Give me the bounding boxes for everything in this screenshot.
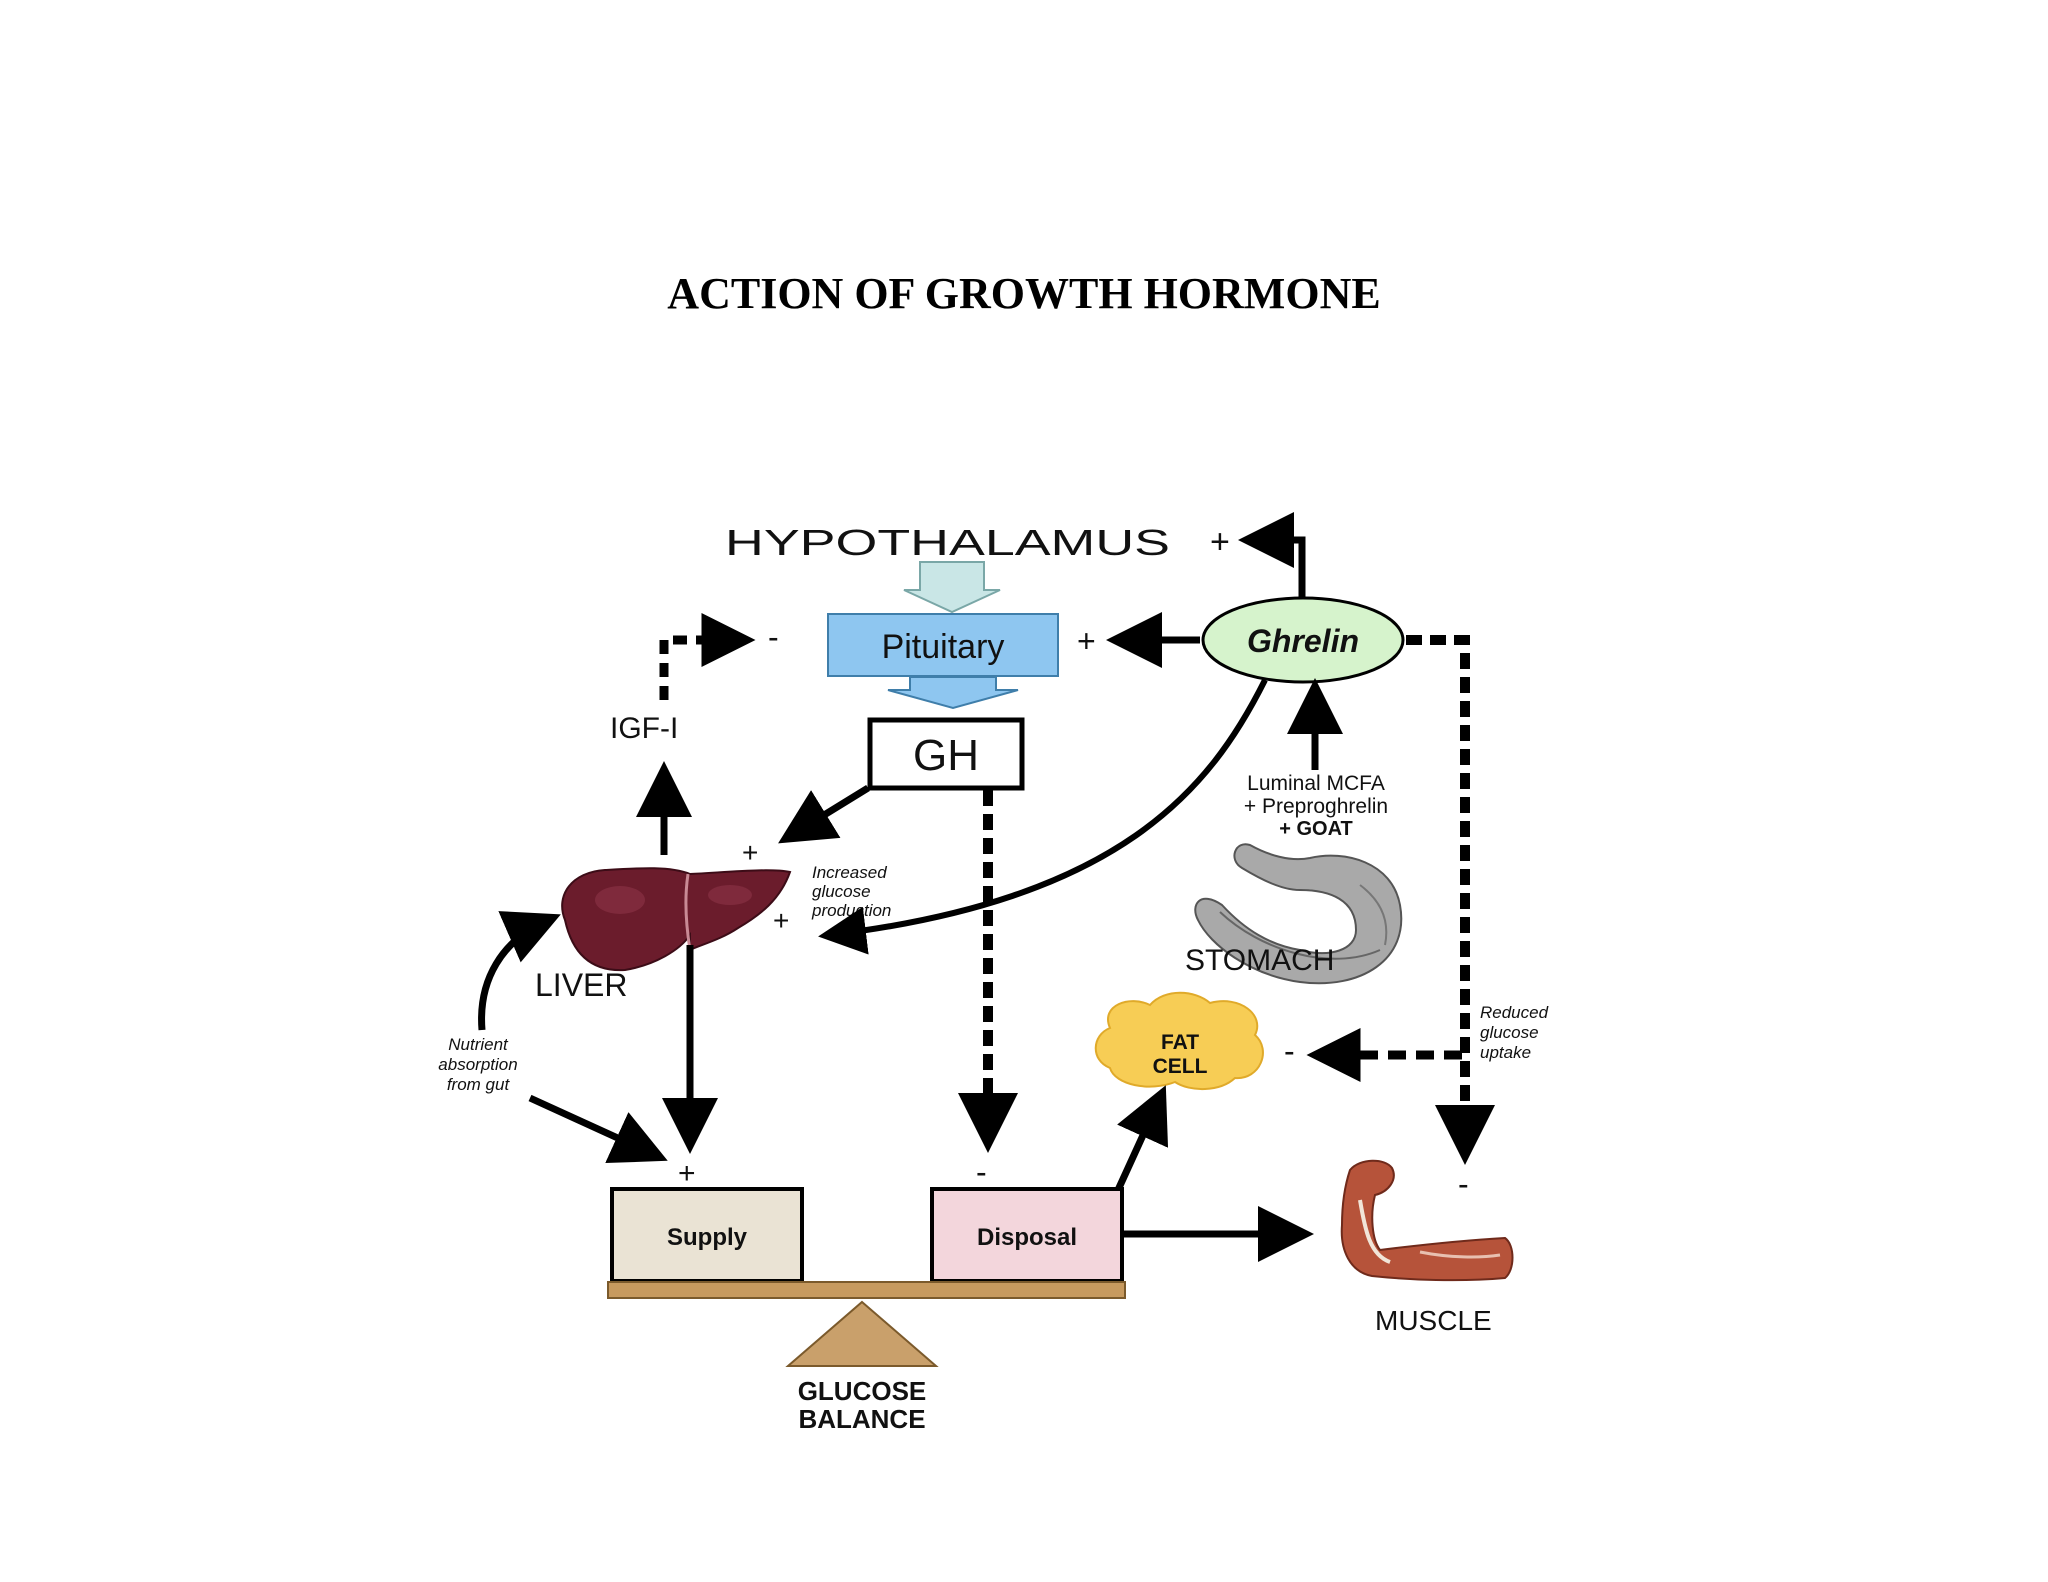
pituitary-label: Pituitary [882,628,1005,666]
glucose-balance-line2: BALANCE [798,1404,925,1434]
ghrelin-label: Ghrelin [1247,623,1359,659]
page-title: ACTION OF GROWTH HORMONE [667,269,1381,318]
disposal-minus-sign: - [976,1154,987,1190]
disposal-label: Disposal [977,1224,1077,1251]
igf-feedback-dashed-arrow [659,613,756,700]
stomach-annotation-line3: + GOAT [1279,818,1353,840]
fat-cell-icon [1094,991,1264,1091]
stomach-annotation-line1: Luminal MCFA [1247,772,1385,795]
gh-label: GH [913,731,979,780]
fat-cell-label-line2: CELL [1153,1055,1208,1078]
hypothalamus-to-pituitary-arrow [903,561,1001,614]
increased-glucose-line3: production [811,901,891,920]
fat-minus-sign: - [1284,1033,1295,1069]
nutrient-line3: from gut [447,1075,511,1094]
liver-plus-sign-top: + [742,837,758,868]
nutrient-to-supply-arrow [528,1094,668,1164]
disposal-box [930,1187,1124,1283]
balance-beam [607,1281,1126,1299]
pituitary-to-gh-arrow [887,676,1019,710]
gh-box [867,717,1025,791]
nutrient-line1: Nutrient [448,1035,509,1054]
increased-glucose-line1: Increased [812,863,887,882]
igf-label: IGF-I [610,712,678,745]
reduced-line1: Reduced [1480,1003,1549,1022]
reduced-line3: uptake [1480,1043,1531,1062]
liver-plus-sign-ghrelin: + [773,905,789,936]
fulcrum-icon [785,1300,939,1367]
supply-plus-sign: + [678,1157,696,1190]
nutrient-to-liver-curved-arrow [478,911,561,1031]
fat-cell-label-line1: FAT [1161,1031,1199,1054]
supply-label: Supply [667,1224,748,1251]
hypothalamus-label: HYPOTHALAMUS [725,522,1170,563]
stomach-icon [1194,843,1403,985]
reduced-line2: glucose [1480,1023,1539,1042]
supply-box [610,1187,804,1283]
pituitary-plus-sign: + [1077,623,1096,659]
muscle-arm-icon [1340,1159,1514,1282]
ghrelin-to-liver-curved-arrow [818,678,1268,955]
disposal-to-fat-arrow [1114,1085,1169,1192]
muscle-minus-sign: - [1458,1166,1469,1202]
liver-icon [561,867,792,972]
gh-to-liver-arrow [778,785,870,844]
glucose-balance-line1: GLUCOSE [798,1376,927,1406]
stomach-label: STOMACH [1185,944,1334,977]
ghrelin-dashed-to-muscle-arrow [1406,635,1495,1165]
liver-label: LIVER [535,967,627,1003]
nutrient-line2: absorption [438,1055,517,1074]
hypothalamus-plus-sign: + [1210,523,1230,561]
increased-glucose-line2: glucose [812,882,871,901]
pituitary-box [827,613,1059,677]
muscle-label: MUSCLE [1375,1305,1492,1336]
stomach-annotation-line2: + Preproghrelin [1244,795,1388,818]
ghrelin-to-hypothalamus-arrow [1238,512,1306,597]
pituitary-minus-sign: - [768,619,779,655]
